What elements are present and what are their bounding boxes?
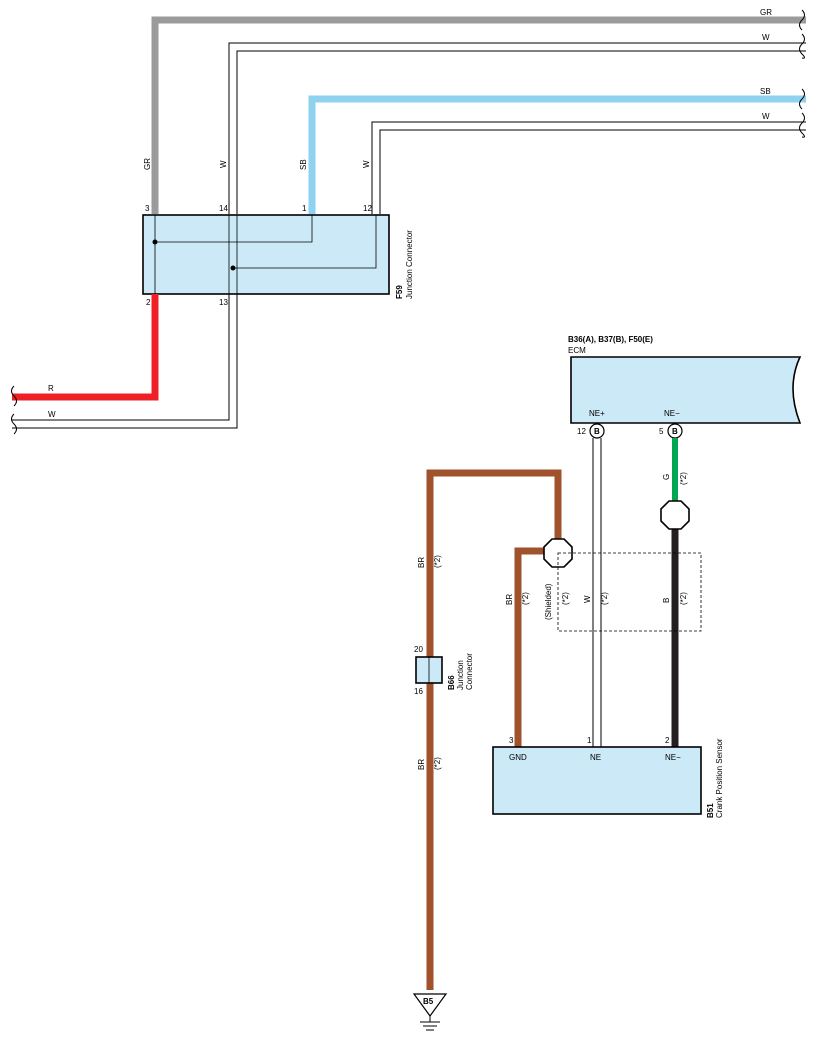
ground-code: B5 xyxy=(423,997,434,1006)
wire-w-top-2 xyxy=(371,121,806,214)
b51-pin-ne-minus-label: NE− xyxy=(665,753,681,762)
wire-label-br-3: BR xyxy=(505,594,514,605)
wire-note-br-1: (*2) xyxy=(433,555,442,568)
ecm-pin-12-conn: B xyxy=(594,427,600,436)
wire-break-symbols xyxy=(799,9,805,138)
wire-label-w-vert-1: W xyxy=(219,160,228,168)
wire-label-shielded: (Shielded) xyxy=(544,583,553,620)
ecm-pin-12-num: 12 xyxy=(577,427,586,436)
b51-code: B51 xyxy=(706,803,715,818)
f59-code: F59 xyxy=(395,285,404,299)
b51-pin-gnd-label: GND xyxy=(509,753,527,762)
wire-note-w-ne: (*2) xyxy=(600,592,609,605)
wire-note-br-2: (*2) xyxy=(433,757,442,770)
wire-label-w-top-2: W xyxy=(762,112,770,121)
wire-label-g: G xyxy=(662,474,671,480)
wire-label-b: B xyxy=(662,598,671,603)
b66-pin-16: 16 xyxy=(414,687,423,696)
wire-gr-top xyxy=(151,16,806,214)
wire-note-br-3: (*2) xyxy=(521,592,530,605)
wire-label-br-1: BR xyxy=(417,557,426,568)
ecm-codes: B36(A), B37(B), F50(E) xyxy=(568,335,653,344)
f59-pin-12: 12 xyxy=(363,204,372,213)
wire-r-left xyxy=(12,294,159,401)
ecm-pin-12-marker xyxy=(589,423,605,439)
b51-pin-ne-label: NE xyxy=(590,753,601,762)
wire-label-gr-vert: GR xyxy=(143,158,152,170)
wire-label-r: R xyxy=(48,384,54,393)
wire-note-b: (*2) xyxy=(679,592,688,605)
wire-br-sensor xyxy=(514,547,545,747)
f59-pin-14: 14 xyxy=(219,204,228,213)
b66-name-1: Junction xyxy=(456,660,465,690)
f59-pin-3: 3 xyxy=(145,204,150,213)
ecm-name: ECM xyxy=(568,346,586,355)
ecm-pin-5-conn: B xyxy=(672,427,678,436)
wire-label-w-ne: W xyxy=(583,595,592,603)
wire-label-w-top-1: W xyxy=(762,33,770,42)
wire-break-symbols-left xyxy=(11,385,17,435)
shield-box xyxy=(557,552,702,632)
wire-label-w-left: W xyxy=(48,410,56,419)
b66-code: B66 xyxy=(447,675,456,690)
wire-note-g: (*2) xyxy=(679,472,688,485)
wire-sb-top xyxy=(308,95,806,214)
ecm-pin-ne-plus-label: NE+ xyxy=(589,409,605,418)
ecm-pin-5-num: 5 xyxy=(659,427,664,436)
ecm-pin-ne-minus-label: NE− xyxy=(664,409,680,418)
wire-w-ne xyxy=(592,438,602,747)
f59-pin-13: 13 xyxy=(219,298,228,307)
f59-pin-1: 1 xyxy=(302,204,307,213)
connector-octagon-right xyxy=(660,500,690,530)
wire-w-top-1 xyxy=(228,42,806,214)
wire-label-gr-top: GR xyxy=(760,8,772,17)
junction-connector-b66 xyxy=(415,656,443,684)
wire-label-br-2: BR xyxy=(417,759,426,770)
b51-pin-3-num: 3 xyxy=(509,736,514,745)
wire-w-left xyxy=(12,294,238,429)
crank-position-sensor-box xyxy=(492,746,702,815)
b51-pin-2-num: 2 xyxy=(665,736,670,745)
f59-name: Junction Connector xyxy=(405,230,414,299)
b66-name-2: Connector xyxy=(465,653,474,690)
wire-br-main xyxy=(426,469,562,990)
wire-label-sb-vert: SB xyxy=(299,159,308,170)
b51-name: Crank Position Sensor xyxy=(715,738,724,818)
junction-connector-f59 xyxy=(142,214,390,295)
wire-label-sb-top: SB xyxy=(760,87,771,96)
ground-symbol xyxy=(412,993,448,1031)
wire-note-shield: (*2) xyxy=(561,592,570,605)
ecm-box xyxy=(570,356,802,424)
b51-pin-1-num: 1 xyxy=(587,736,592,745)
wire-label-w-vert-2: W xyxy=(362,160,371,168)
f59-pin-2: 2 xyxy=(146,298,151,307)
b66-pin-20: 20 xyxy=(414,645,423,654)
